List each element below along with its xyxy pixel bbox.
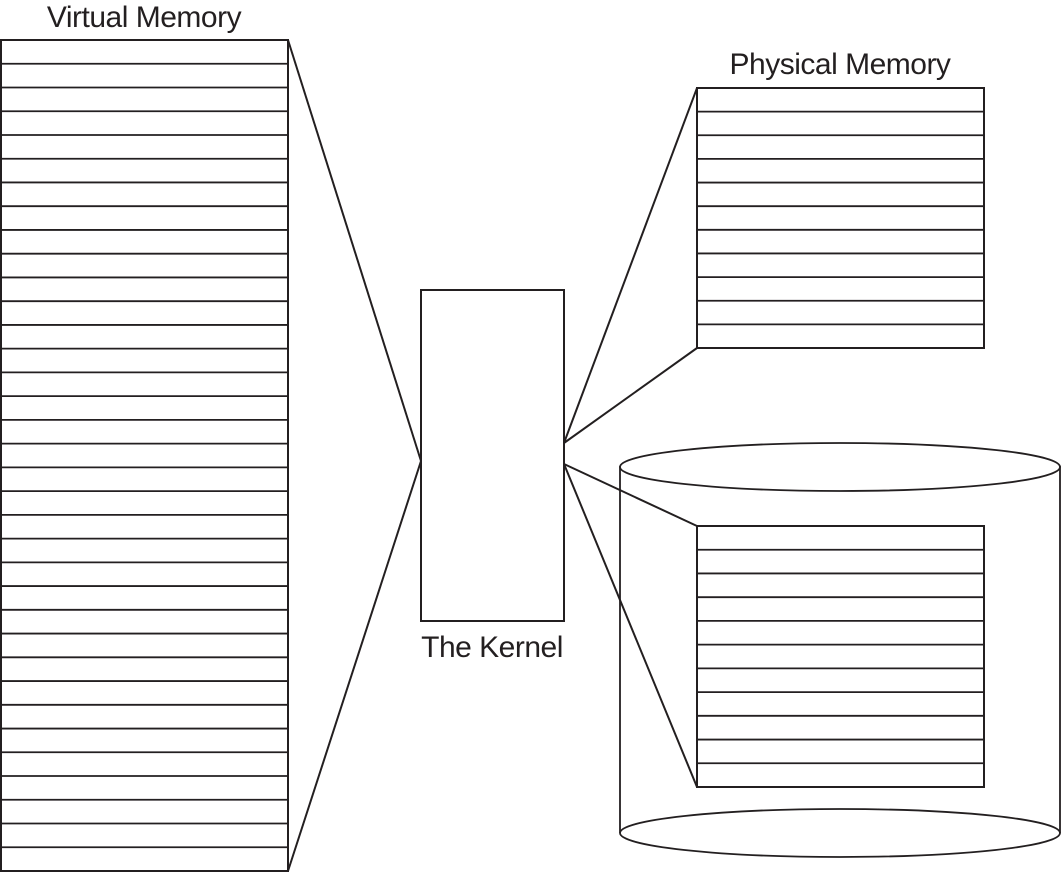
disk-bottom-rim (619, 808, 1061, 834)
physical-memory-block (696, 87, 985, 349)
kernel-to-swap-bottom-line (563, 463, 698, 788)
kernel-box (420, 289, 565, 622)
kernel-to-swap-top-line (563, 463, 698, 527)
swap-box (696, 525, 985, 788)
swap-pages (697, 548, 984, 765)
kernel-to-pm-top-line (563, 87, 698, 444)
virtual-memory-pages (1, 62, 288, 849)
kernel-label: The Kernel (421, 631, 563, 664)
kernel-to-pm-bottom-line (563, 347, 698, 444)
physical-memory-box (696, 87, 985, 349)
vm-bottom-to-kernel-line (287, 460, 422, 872)
vm-top-to-kernel-line (287, 39, 422, 462)
virtual-memory-label: Virtual Memory (47, 1, 242, 34)
physical-memory-label: Physical Memory (730, 48, 951, 81)
disk-top-ellipse (619, 442, 1061, 492)
virtual-memory-box (0, 39, 289, 872)
connectors (287, 39, 698, 872)
physical-memory-pages (697, 110, 984, 326)
virtual-memory-block (0, 39, 289, 872)
swap-block (696, 525, 985, 788)
